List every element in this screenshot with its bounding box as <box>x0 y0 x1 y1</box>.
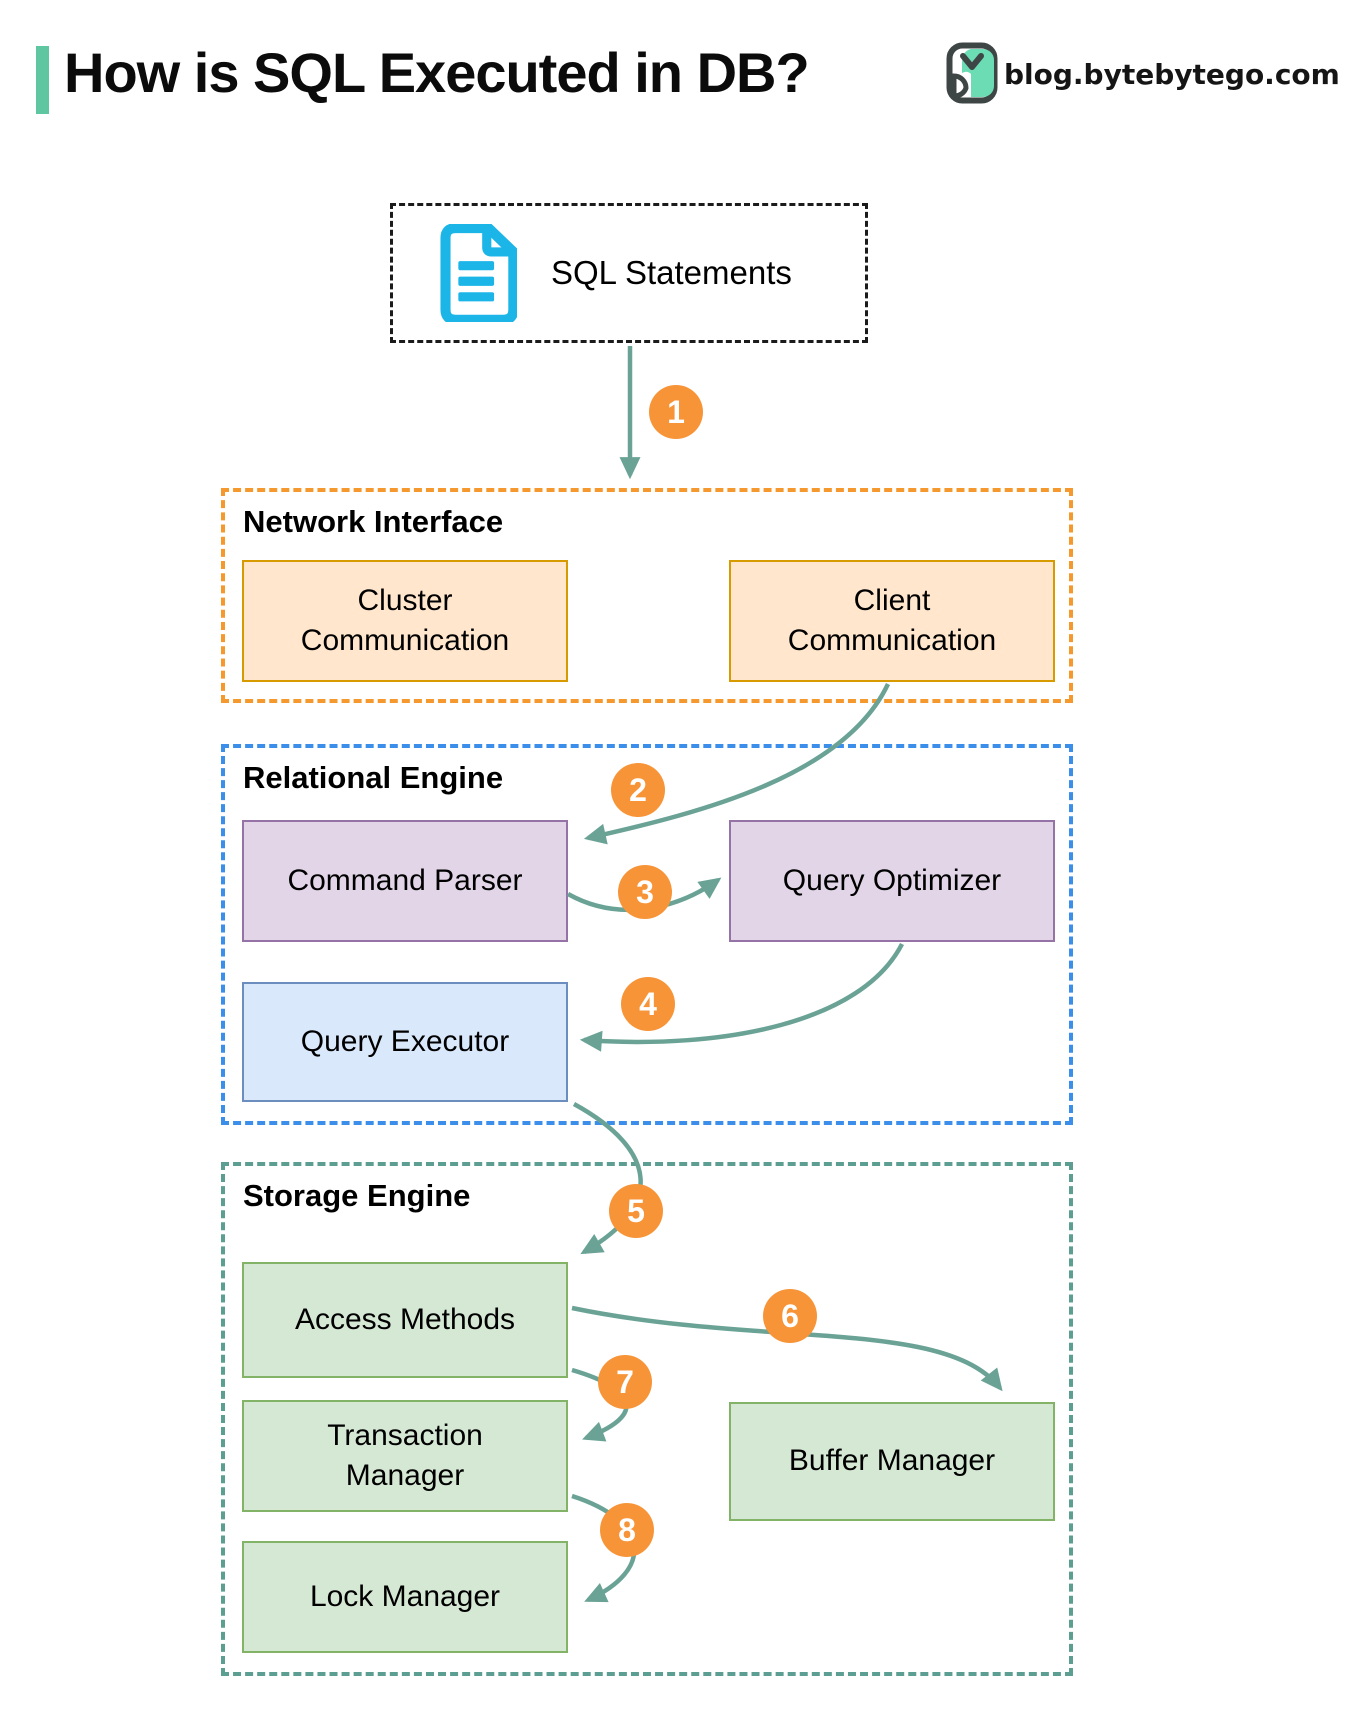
step-badge-6: 6 <box>763 1289 817 1343</box>
relational-engine-label: Relational Engine <box>243 760 504 795</box>
site-url: blog.bytebytego.com <box>1004 58 1340 91</box>
lock-manager-node: Lock Manager <box>242 1541 568 1653</box>
step-badge-2: 2 <box>611 763 665 817</box>
sql-statements-box: SQL Statements <box>390 203 868 343</box>
query-executor-node: Query Executor <box>242 982 568 1102</box>
step-badge-1: 1 <box>649 385 703 439</box>
storage-engine-label: Storage Engine <box>243 1178 471 1213</box>
cluster-communication-node: Cluster Communication <box>242 560 568 682</box>
query-optimizer-node: Query Optimizer <box>729 820 1055 942</box>
buffer-manager-node: Buffer Manager <box>729 1402 1055 1521</box>
step-badge-8: 8 <box>600 1503 654 1557</box>
step-badge-3: 3 <box>618 865 672 919</box>
document-icon <box>440 224 517 322</box>
client-communication-node: Client Communication <box>729 560 1055 682</box>
step-badge-4: 4 <box>621 977 675 1031</box>
step-badge-7: 7 <box>598 1355 652 1409</box>
page-title: How is SQL Executed in DB? <box>64 41 810 104</box>
step-badge-5: 5 <box>609 1184 663 1238</box>
command-parser-node: Command Parser <box>242 820 568 942</box>
network-interface-label: Network Interface <box>243 504 504 539</box>
title-accent-bar <box>36 46 49 114</box>
sql-statements-label: SQL Statements <box>551 254 792 291</box>
transaction-manager-node: Transaction Manager <box>242 1400 568 1512</box>
storage-engine-section: Storage Engine <box>221 1162 1073 1676</box>
access-methods-node: Access Methods <box>242 1262 568 1378</box>
bytebytego-logo-icon <box>946 42 998 104</box>
